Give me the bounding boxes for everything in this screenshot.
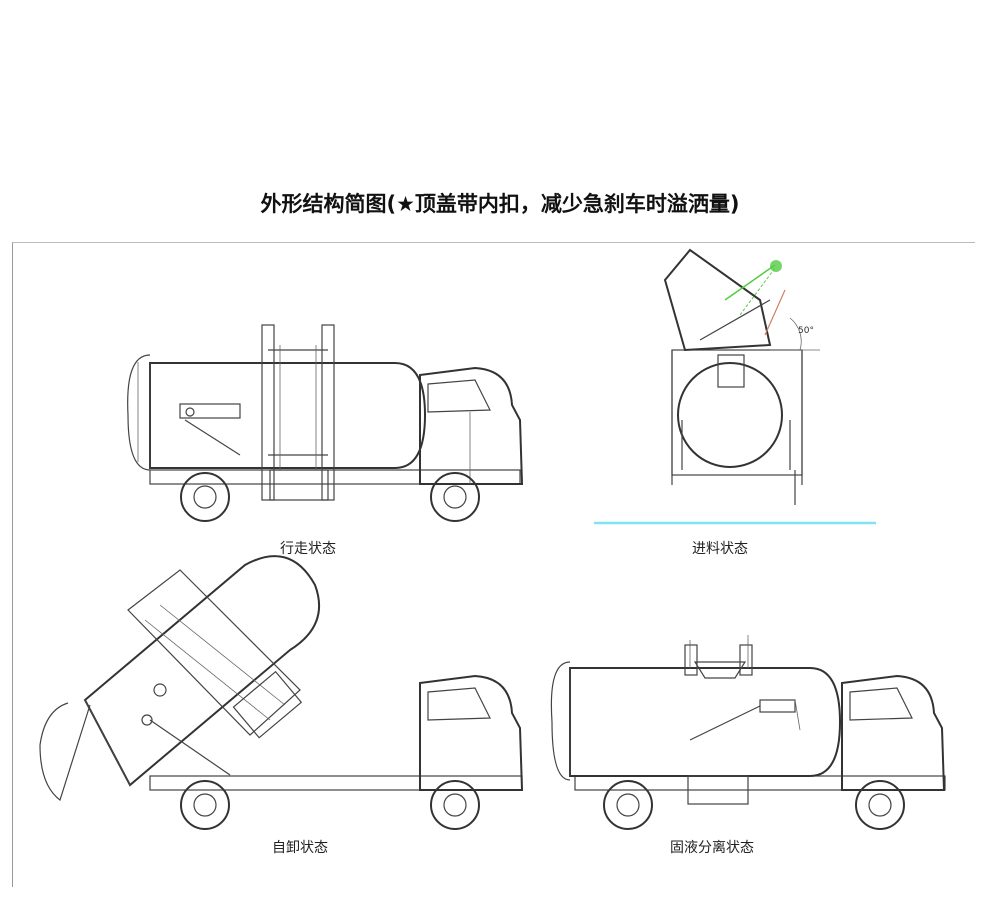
truck-feeding-view (663, 248, 820, 505)
drawing-frame (12, 242, 975, 887)
diagram-title: 外形结构简图(★顶盖带内扣，减少急刹车时溢洒量) (260, 192, 740, 216)
caption-driving: 行走状态 (280, 541, 336, 557)
caption-dumping: 自卸状态 (272, 840, 328, 856)
caption-separation: 固液分离状态 (670, 839, 754, 856)
truck-separation-view (550, 635, 946, 830)
truck-dumping-view (39, 555, 524, 830)
angle-label: 50° (798, 326, 814, 336)
truck-driving-view (127, 324, 524, 522)
caption-feeding: 进料状态 (692, 541, 748, 557)
